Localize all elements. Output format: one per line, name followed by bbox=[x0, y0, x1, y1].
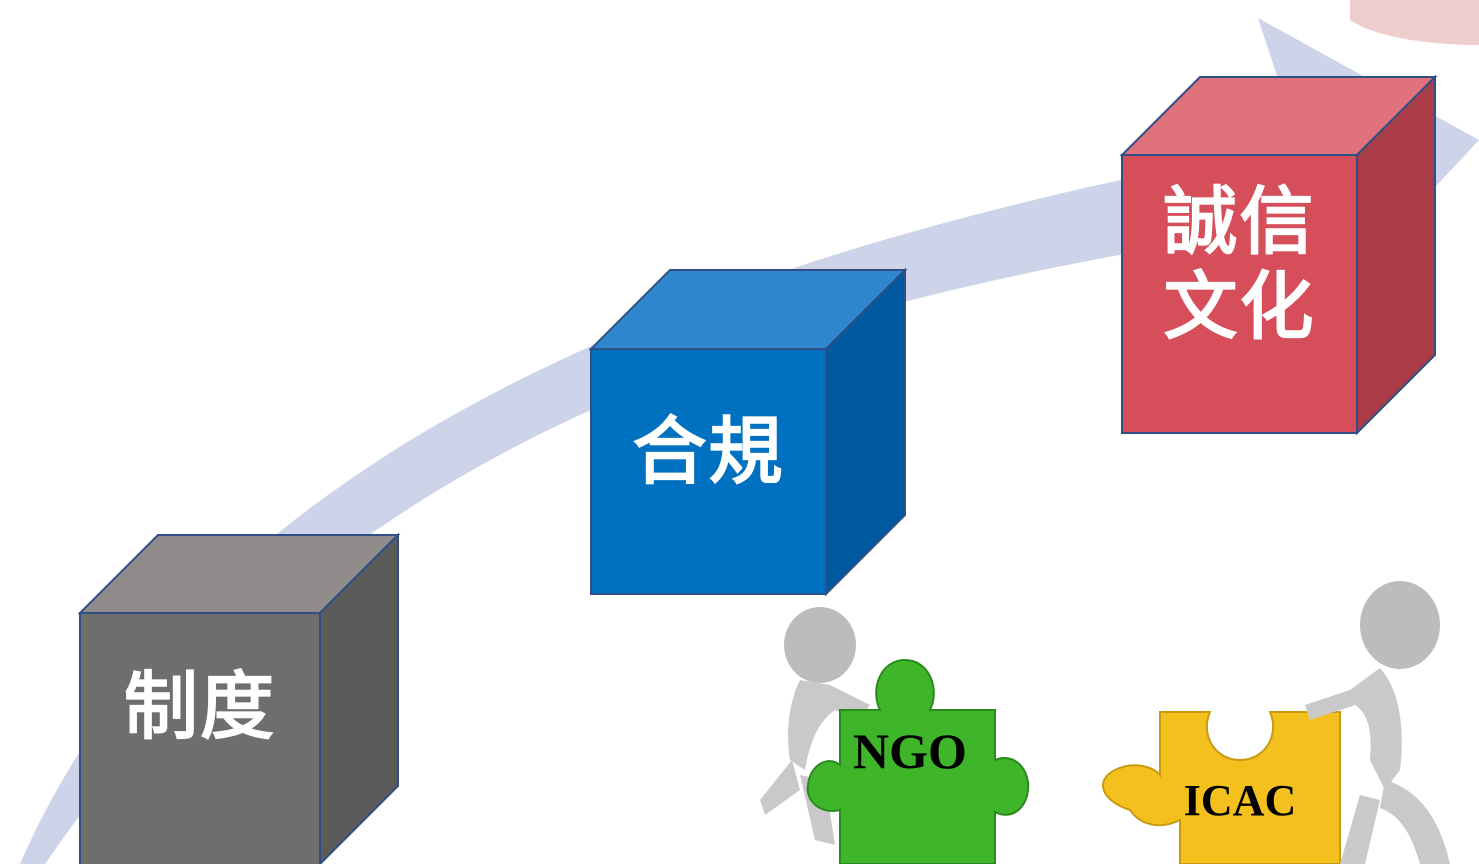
puzzle-ngo bbox=[806, 658, 1030, 864]
cube-system-label-line1: 制度 bbox=[124, 664, 276, 750]
cube-integrity-culture-label-line1: 誠信 bbox=[1163, 179, 1316, 265]
figure-right bbox=[1305, 581, 1450, 864]
cube-integrity-culture-label-line2: 文化 bbox=[1163, 264, 1316, 351]
cube-compliance-label-line1: 合規 bbox=[632, 409, 785, 495]
cube-compliance-label: 合規 bbox=[591, 409, 826, 495]
corner-decoration bbox=[1350, 0, 1479, 45]
puzzle-icac-label: ICAC bbox=[1183, 776, 1297, 825]
cube-integrity-culture-label: 誠信 文化 bbox=[1122, 179, 1357, 351]
growth-arrow bbox=[20, 18, 1479, 864]
cube-system bbox=[77, 532, 401, 864]
cube-compliance bbox=[588, 267, 908, 597]
puzzle-ngo-label: NGO bbox=[853, 723, 967, 779]
puzzle-icac bbox=[1102, 711, 1341, 864]
cube-integrity-culture bbox=[1119, 74, 1438, 436]
cube-system-label: 制度 bbox=[80, 664, 320, 750]
